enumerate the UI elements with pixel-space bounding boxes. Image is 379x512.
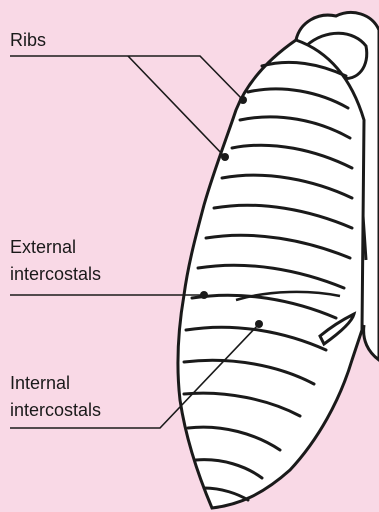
label-external-line2: intercostals bbox=[10, 263, 101, 285]
ribs-pointer-dot-2 bbox=[221, 153, 229, 161]
external-pointer-dot bbox=[200, 291, 208, 299]
rib-cage-outline bbox=[178, 40, 364, 508]
ribs-leader-line-1 bbox=[10, 56, 243, 100]
label-ribs: Ribs bbox=[10, 29, 46, 51]
label-internal-line2: intercostals bbox=[10, 399, 101, 421]
internal-pointer-dot bbox=[255, 320, 263, 328]
ribs-leader-line-2 bbox=[128, 56, 225, 157]
label-external-line1: External bbox=[10, 236, 76, 258]
label-internal-line1: Internal bbox=[10, 372, 70, 394]
ribs-pointer-dot-1 bbox=[239, 96, 247, 104]
